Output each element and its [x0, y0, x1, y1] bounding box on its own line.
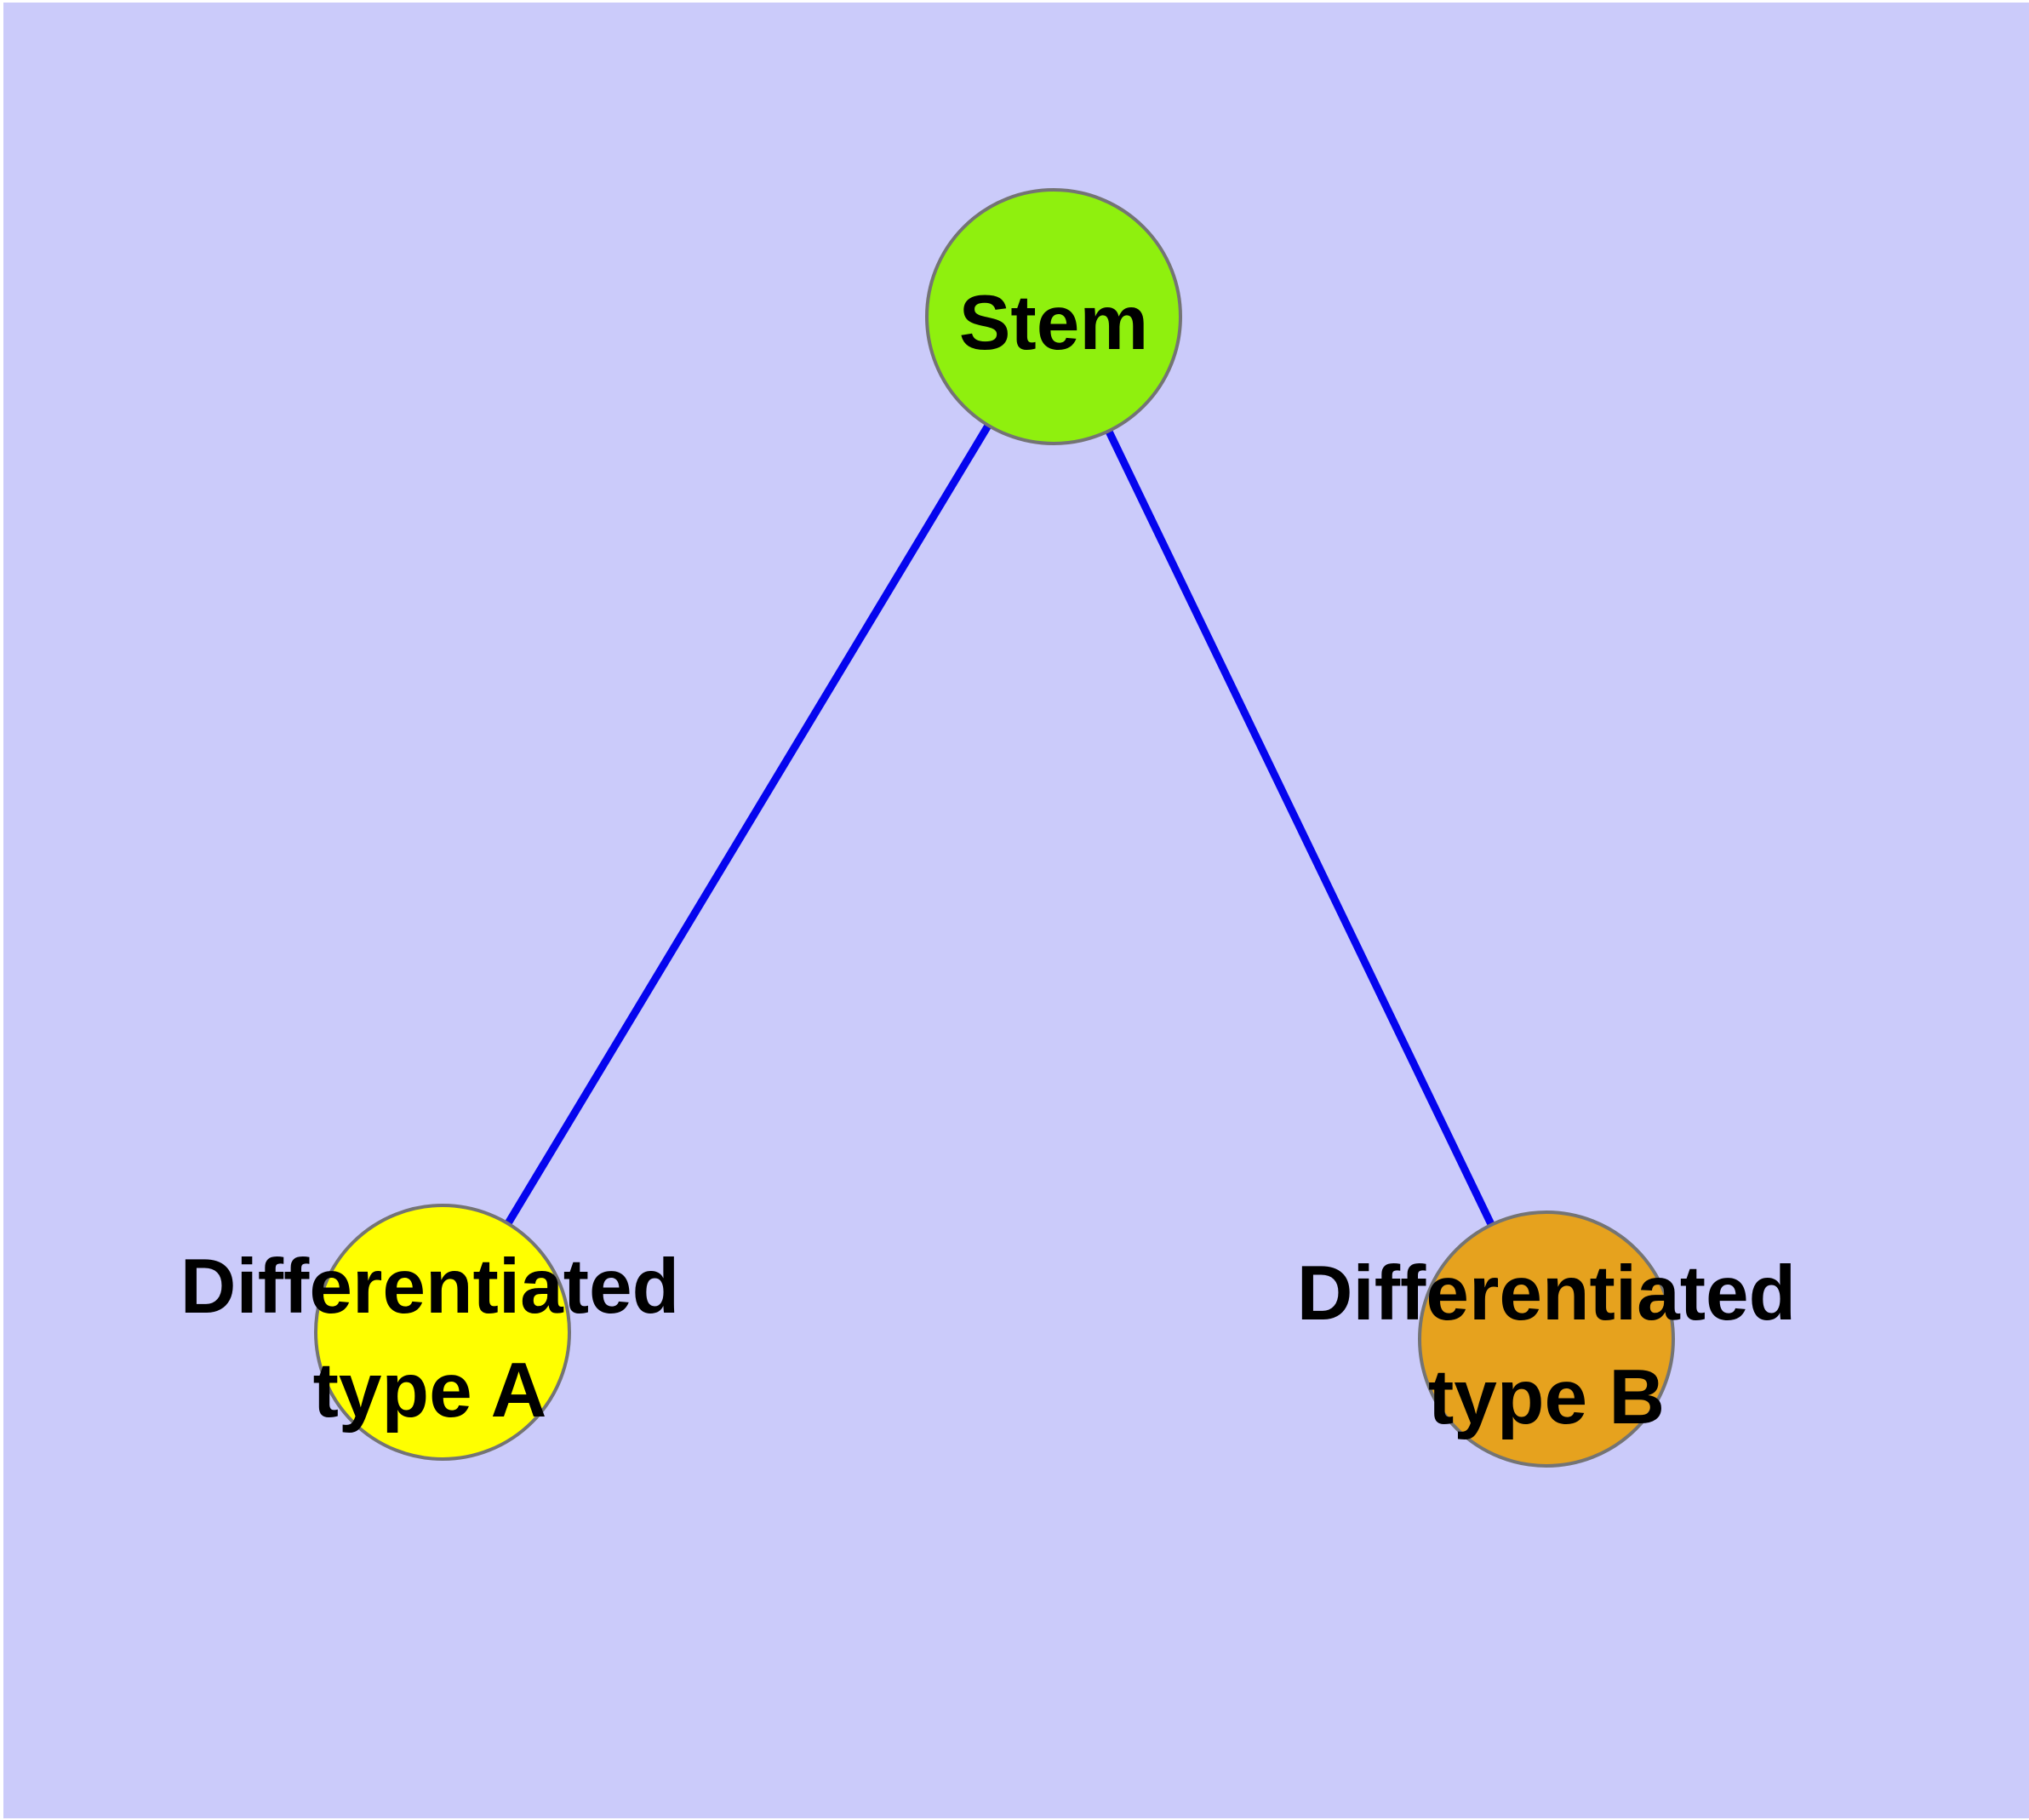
edge-stem-to-type-a — [439, 314, 1057, 1335]
node-type-b-label: Differentiated type B — [1296, 1251, 1797, 1440]
node-type-a-label: Differentiated type A — [180, 1244, 680, 1434]
node-stem-label: Stem — [958, 280, 1149, 366]
node-stem-circle — [925, 188, 1182, 445]
node-type-a-circle — [314, 1204, 571, 1461]
edge-stem-to-type-b — [1049, 315, 1551, 1341]
node-type-b-circle — [1418, 1210, 1675, 1468]
